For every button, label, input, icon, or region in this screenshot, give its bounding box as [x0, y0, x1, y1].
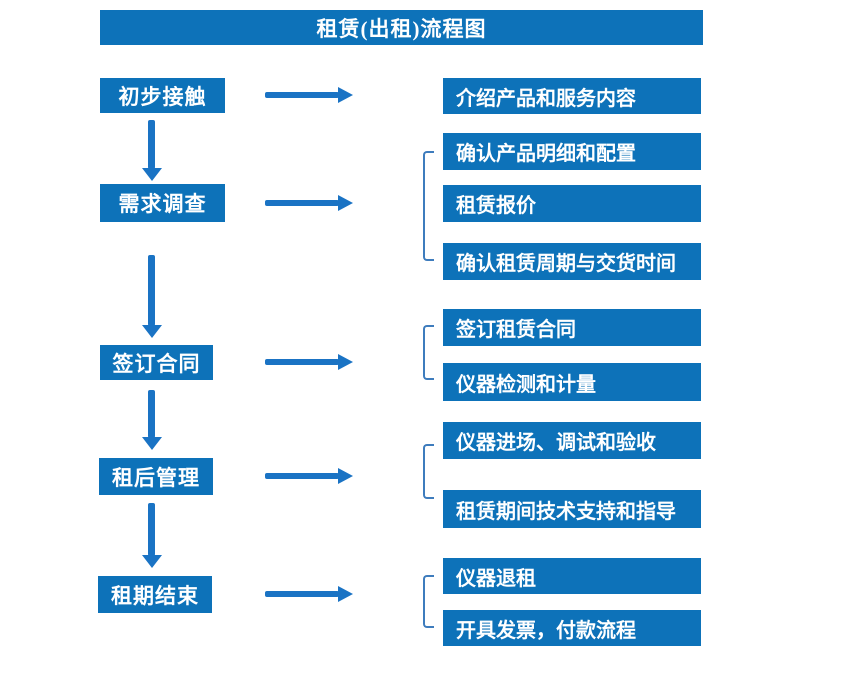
arrow-shaft	[265, 473, 339, 479]
detail-box-instrument-return: 仪器退租	[443, 558, 701, 594]
group-bracket	[423, 444, 434, 499]
detail-box-confirm-period-delivery: 确认租赁周期与交货时间	[443, 243, 701, 280]
arrow-shaft	[148, 503, 155, 556]
detail-box-instrument-inspection: 仪器检测和计量	[443, 363, 701, 401]
detail-box-instrument-entry-acceptance: 仪器进场、调试和验收	[443, 422, 701, 459]
detail-box-invoice-payment: 开具发票，付款流程	[443, 610, 701, 646]
arrow-head	[338, 586, 353, 602]
step-box-sign-contract: 签订合同	[100, 345, 213, 380]
arrow-right-icon	[264, 354, 353, 370]
arrow-shaft	[265, 591, 339, 597]
detail-box-confirm-product-config: 确认产品明细和配置	[443, 133, 701, 170]
arrow-head	[338, 468, 353, 484]
arrow-right-icon	[264, 586, 353, 602]
arrow-down-icon	[142, 390, 162, 450]
detail-box-tech-support: 租赁期间技术支持和指导	[443, 490, 701, 528]
arrow-shaft	[148, 390, 155, 438]
arrow-down-icon	[142, 120, 162, 181]
arrow-head	[338, 354, 353, 370]
detail-box-introduce-products: 介绍产品和服务内容	[443, 78, 701, 114]
arrow-right-icon	[264, 468, 353, 484]
arrow-shaft	[148, 255, 155, 326]
arrow-shaft	[148, 120, 155, 169]
arrow-head	[338, 87, 353, 103]
arrow-right-icon	[264, 87, 353, 103]
arrow-head	[142, 325, 162, 338]
arrow-head	[142, 555, 162, 568]
step-box-initial-contact: 初步接触	[100, 78, 225, 113]
step-box-rental-end: 租期结束	[98, 576, 212, 613]
group-bracket	[423, 575, 434, 628]
diagram-title: 租赁(出租)流程图	[100, 10, 703, 45]
group-bracket	[423, 325, 434, 380]
arrow-down-icon	[142, 255, 162, 338]
arrow-down-icon	[142, 503, 162, 568]
arrow-shaft	[265, 200, 339, 206]
arrow-right-icon	[264, 195, 353, 211]
arrow-shaft	[265, 92, 339, 98]
step-box-demand-survey: 需求调查	[100, 184, 225, 222]
arrow-shaft	[265, 359, 339, 365]
detail-box-sign-rental-contract: 签订租赁合同	[443, 309, 701, 346]
arrow-head	[142, 168, 162, 181]
group-bracket	[423, 151, 434, 261]
arrow-head	[142, 437, 162, 450]
detail-box-rental-quotation: 租赁报价	[443, 185, 701, 222]
arrow-head	[338, 195, 353, 211]
step-box-post-rental-management: 租后管理	[99, 458, 213, 495]
